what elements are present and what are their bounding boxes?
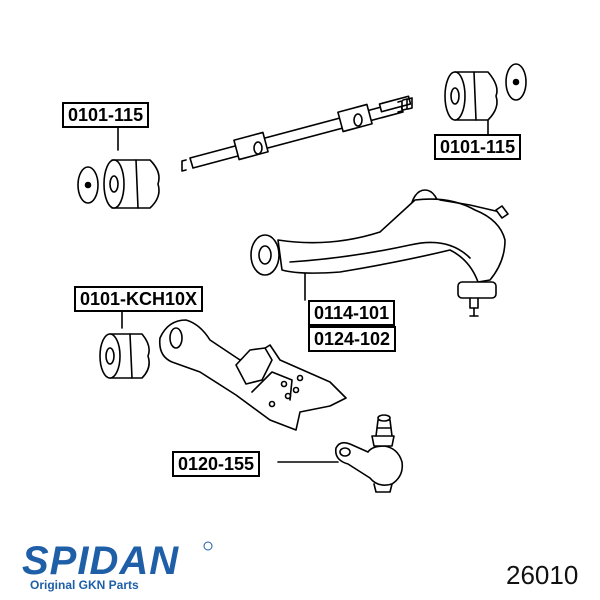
label-lower-bushing: 0101-KCH10X — [74, 286, 204, 312]
label-upper-arm-alt: 0124-102 — [308, 326, 397, 352]
lower-bushing-icon — [99, 333, 150, 379]
cross-shaft-icon — [181, 95, 413, 172]
lower-control-arm-icon — [158, 319, 347, 431]
spidan-logo-icon: SPIDAN — [22, 539, 213, 583]
label-upper-bushing-right: 0101-115 — [434, 134, 522, 160]
label-upper-bushing-left: 0101-115 — [62, 102, 150, 128]
label-upper-arm: 0114-101 — [308, 300, 396, 326]
bushing-left-icon — [77, 159, 160, 209]
svg-text:SPIDAN: SPIDAN — [22, 539, 179, 583]
bushing-right-icon — [444, 63, 527, 121]
part-number: 26010 — [506, 560, 579, 590]
upper-control-arm-icon — [250, 189, 509, 317]
brand-tagline: Original GKN Parts — [30, 578, 139, 592]
ball-joint-icon — [334, 414, 404, 493]
label-ball-joint: 0120-155 — [172, 451, 261, 477]
